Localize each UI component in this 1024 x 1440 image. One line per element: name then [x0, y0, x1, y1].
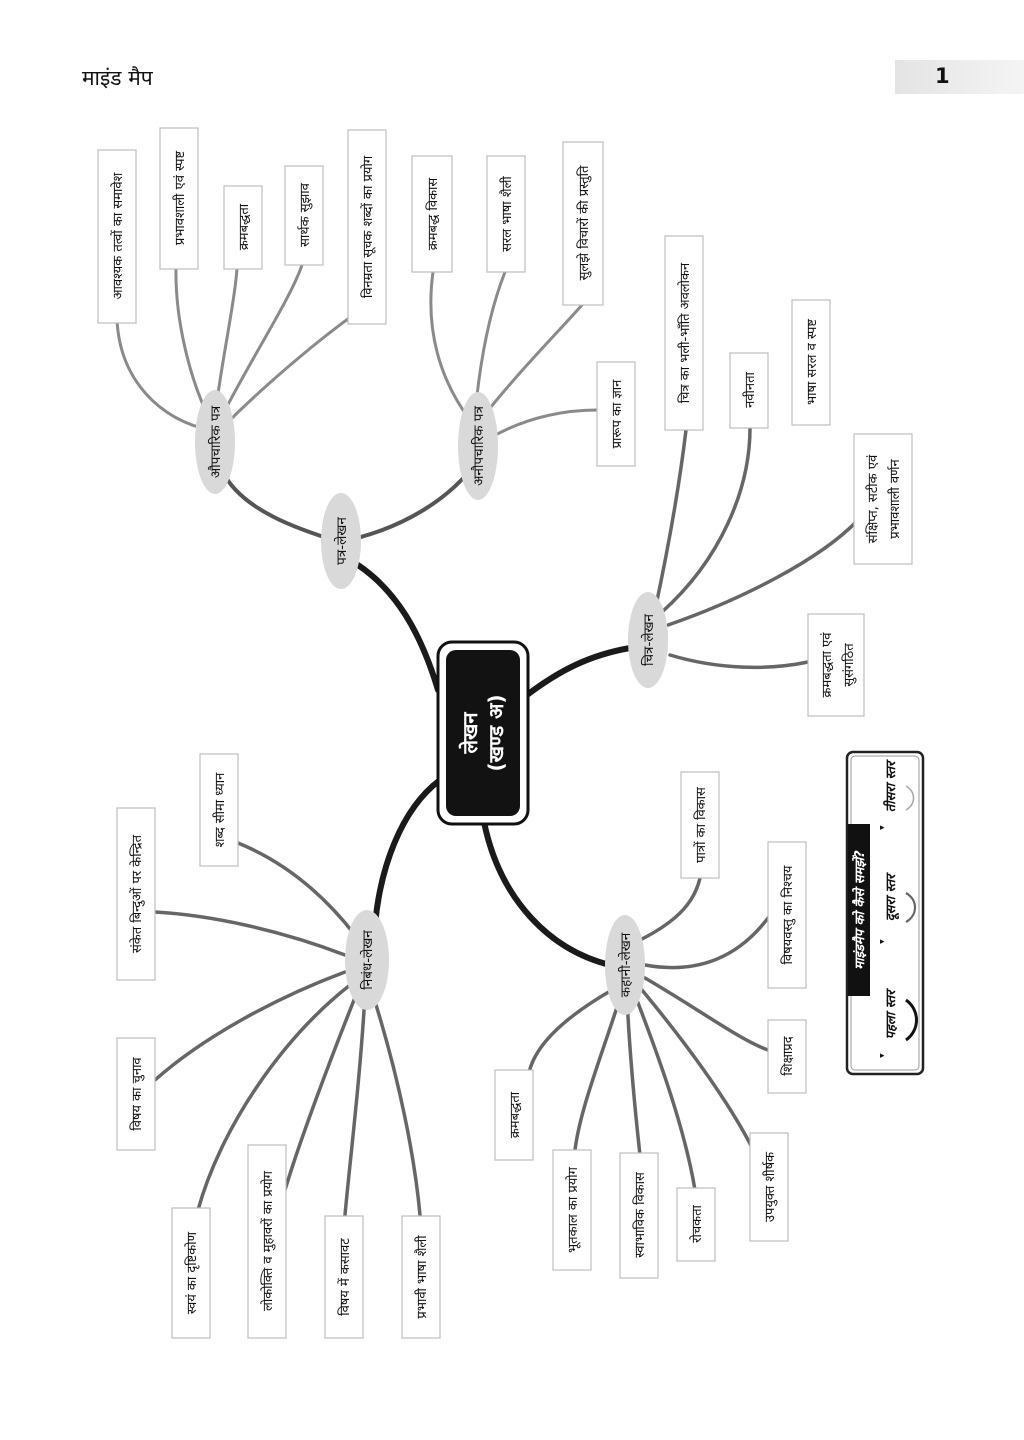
legend-level-1: पहला स्तर — [884, 988, 899, 1039]
leaf-aupcharik-3: क्रमबद्धता — [237, 203, 252, 250]
leaf-nibandh-2: संकेत बिन्दुओं पर केन्द्रित — [129, 834, 145, 953]
leaf-anaupcharik-2: सरल भाषा शैली — [499, 176, 515, 252]
branch-nibandh: निबंध-लेखन — [345, 910, 389, 1010]
leaf-labels: आवश्यक तत्वों का समावेश प्रभावशाली एवं स… — [110, 150, 903, 1318]
center-subtitle: (खण्ड अ) — [484, 694, 508, 771]
leaf-nibandh-3: विषय का चुनाव — [129, 1057, 145, 1131]
branch-nibandh-label: निबंध-लेखन — [359, 930, 376, 990]
legend-level-3: तीसरा स्तर — [883, 759, 899, 812]
leaf-chitra-3: भाषा सरल व स्पष्ट — [805, 319, 820, 405]
svg-text:▸: ▸ — [880, 823, 885, 833]
leaf-chitra-4a: संक्षिप्त, सटीक एवं — [865, 454, 881, 543]
branch-kahani: कहानी-लेखन — [605, 915, 645, 1015]
branch-chitra-label: चित्र-लेखन — [640, 613, 657, 666]
leaf-kahani-3: शिक्षाप्रद — [780, 1035, 796, 1075]
leaf-nibandh-4: स्वयं का दृष्टिकोण — [184, 1231, 200, 1314]
subbranch-anaupcharik-label: अनौपचारिक पत्र — [470, 406, 487, 486]
leaf-kahani-7: भूतकाल का प्रयोग — [565, 1166, 581, 1253]
leaf-kahani-8: क्रमबद्धता — [508, 1091, 523, 1138]
leaf-anaupcharik-1: क्रमबद्ध विकास — [425, 178, 441, 251]
leaf-anaupcharik-3: सुलझे विचारों की प्रस्तुति — [576, 165, 592, 280]
leaf-nibandh-5: लोकोक्ति व मुहावरों का प्रयोग — [260, 1170, 276, 1311]
page-number-tab: 1 — [895, 60, 1024, 94]
legend-line-level-2 — [905, 892, 917, 923]
legend-line-level-3 — [905, 785, 915, 811]
leaf-nibandh-7: प्रभावी भाषा शैली — [414, 1235, 430, 1319]
legend-line-level-1 — [905, 998, 918, 1042]
leaf-nibandh-1: शब्द सीमा ध्यान — [212, 772, 228, 847]
leaf-kahani-1: पात्रों का विकास — [693, 787, 709, 863]
leaf-kahani-4: उपयुक्त शीर्षक — [762, 1151, 778, 1222]
leaf-nibandh-6: विषय में कसावट — [337, 1238, 353, 1316]
legend-title: माइंडमैप को कैसे समझें? — [852, 850, 868, 970]
svg-text:▸: ▸ — [880, 1051, 885, 1061]
leaf-aupcharik-2: प्रभावशाली एवं स्पष्ट — [172, 150, 188, 245]
leaf-anaupcharik-4: प्रारूप का ज्ञान — [610, 379, 625, 449]
branch-patra: पत्र-लेखन — [321, 493, 361, 589]
leaf-chitra-5b: सुसंगठित — [841, 643, 857, 687]
branch-kahani-label: कहानी-लेखन — [617, 932, 634, 997]
leaf-boxes — [97, 127, 913, 1339]
legend-level-2: दूसरा स्तर — [884, 872, 900, 921]
svg-text:▸: ▸ — [880, 937, 885, 947]
branch-patra-label: पत्र-लेखन — [333, 517, 350, 565]
leaf-chitra-2: नवीनता — [742, 371, 758, 407]
center-title: लेखन — [458, 712, 482, 755]
leaf-aupcharik-5: विनम्रता सूचक शब्दों का प्रयोग — [360, 155, 376, 298]
subbranch-anaupcharik: अनौपचारिक पत्र — [458, 392, 498, 500]
center-node: लेखन (खण्ड अ) — [436, 640, 530, 826]
leaf-kahani-6: स्वाभाविक विकास — [632, 1172, 648, 1258]
leaf-chitra-1: चित्र का भली-भाँति अवलोकन — [677, 262, 693, 403]
subbranch-aupcharik-label: औपचारिक पत्र — [207, 405, 224, 478]
leaf-kahani-2: विषयवस्तु का निश्चय — [780, 865, 796, 964]
branch-chitra: चित्र-लेखन — [628, 592, 668, 688]
leaf-aupcharik-4: सार्थक सुझाव — [297, 182, 313, 247]
subbranch-aupcharik: औपचारिक पत्र — [195, 390, 235, 494]
page-number: 1 — [935, 64, 950, 88]
leaf-aupcharik-1: आवश्यक तत्वों का समावेश — [110, 171, 126, 299]
page-header-title: माइंड मैप — [82, 66, 153, 90]
leaf-kahani-5: रोचकता — [689, 1205, 705, 1243]
leaf-chitra-5a: क्रमबद्धता एवं — [820, 632, 835, 698]
legend: माइंडमैप को कैसे समझें? पहला स्तर दूसरा … — [845, 750, 925, 1076]
leaf-chitra-4b: प्रभावशाली वर्णन — [887, 458, 903, 538]
